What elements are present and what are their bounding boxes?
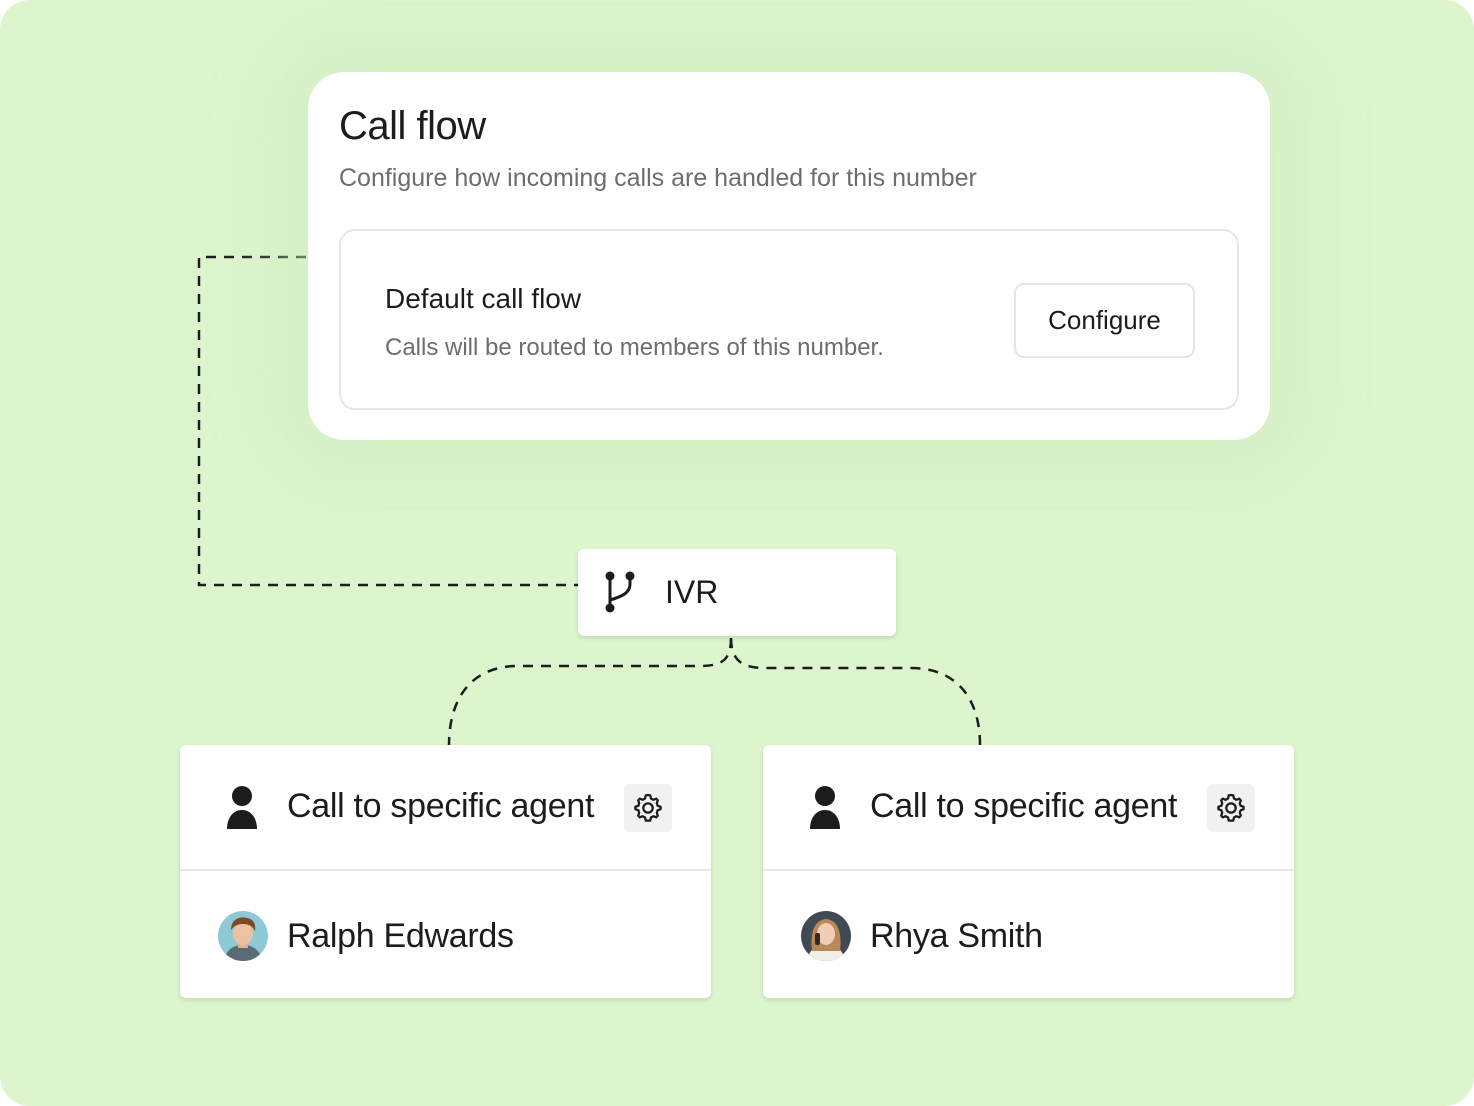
agent-card: Call to specific agent Rhya Smith xyxy=(763,745,1294,998)
ivr-node[interactable]: IVR xyxy=(578,549,896,636)
branch-icon xyxy=(605,571,635,613)
settings-button[interactable] xyxy=(1207,784,1255,832)
agent-assignee[interactable]: Rhya Smith xyxy=(763,871,1294,998)
connector-ivr-to-agent-right xyxy=(729,637,982,746)
page-title: Call flow xyxy=(339,104,486,148)
default-call-flow-description: Calls will be routed to members of this … xyxy=(385,334,884,361)
settings-button[interactable] xyxy=(624,784,672,832)
avatar xyxy=(218,911,268,961)
connector-callflow-to-ivr xyxy=(197,255,578,587)
avatar xyxy=(801,911,851,961)
default-call-flow-title: Default call flow xyxy=(385,283,582,314)
agent-name: Rhya Smith xyxy=(870,917,1043,955)
agent-card: Call to specific agent Ralph Edwar xyxy=(180,745,711,998)
page-subtitle: Configure how incoming calls are handled… xyxy=(339,164,977,192)
person-icon xyxy=(810,786,840,829)
default-call-flow-panel: Default call flow Calls will be routed t… xyxy=(339,229,1239,410)
configure-button[interactable]: Configure xyxy=(1014,283,1195,358)
agent-name: Ralph Edwards xyxy=(287,917,514,955)
gear-icon xyxy=(1217,793,1245,822)
agent-step-title: Call to specific agent xyxy=(870,787,1178,825)
agent-step-title: Call to specific agent xyxy=(287,787,595,825)
gear-icon xyxy=(634,793,662,822)
ivr-label: IVR xyxy=(665,574,719,610)
agent-assignee[interactable]: Ralph Edwards xyxy=(180,871,711,998)
person-icon xyxy=(227,786,257,829)
agent-card-header: Call to specific agent xyxy=(763,745,1294,871)
agent-card-header: Call to specific agent xyxy=(180,745,711,871)
call-flow-card: Call flow Configure how incoming calls a… xyxy=(308,72,1270,440)
connector-ivr-to-agent-left xyxy=(447,637,733,746)
